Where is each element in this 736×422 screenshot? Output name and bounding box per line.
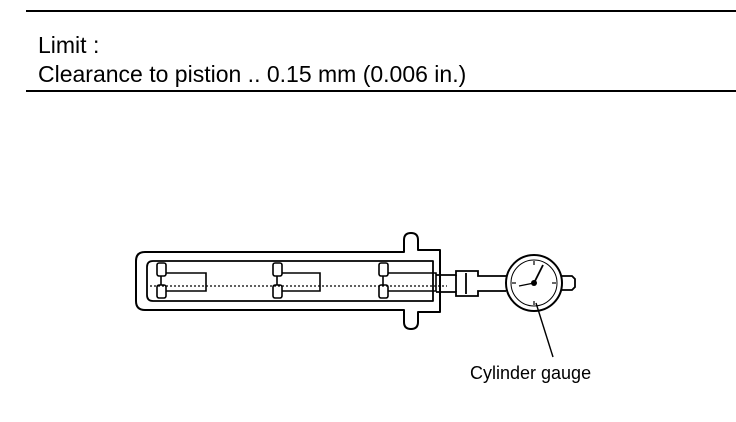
bottom-rule <box>26 90 736 92</box>
dial-indicator <box>500 254 576 312</box>
limit-label: Limit : <box>38 32 100 58</box>
callout-leader <box>535 302 554 358</box>
cylinder-body <box>135 232 447 330</box>
gauge-shaft <box>436 270 500 297</box>
clearance-spec: Clearance to pistion .. 0.15 mm (0.006 i… <box>38 61 467 87</box>
probe-position-bottom <box>156 262 207 299</box>
probe-position-middle <box>272 262 321 299</box>
top-rule <box>26 10 736 12</box>
cylinder-gauge-label: Cylinder gauge <box>470 363 592 383</box>
gauge-probe-positions <box>156 262 437 299</box>
probe-position-top <box>378 262 437 299</box>
